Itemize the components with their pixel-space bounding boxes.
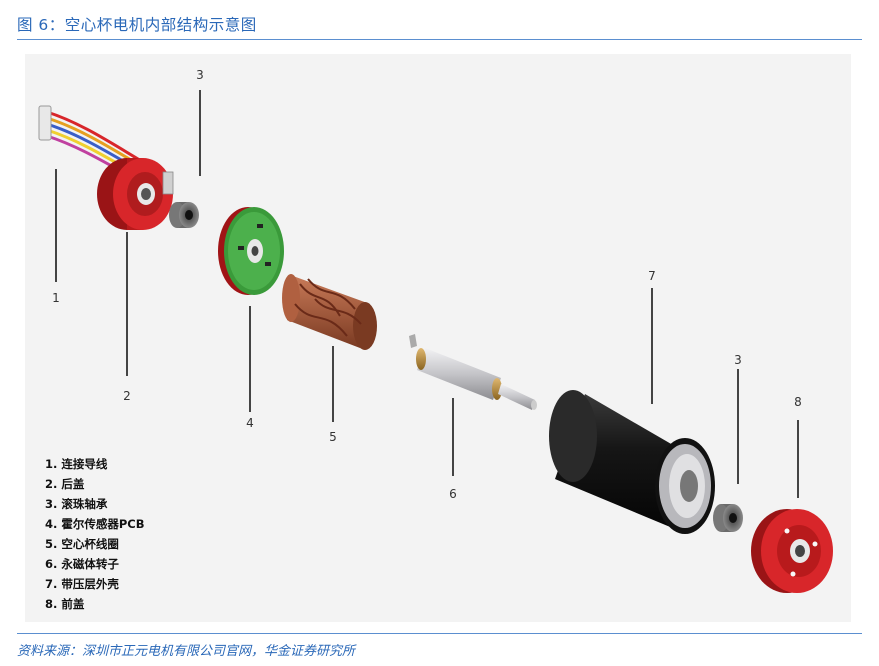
permanent-magnet-rotor [409, 334, 537, 410]
callout-2: 2 [123, 389, 131, 403]
source-note: 资料来源：深圳市正元电机有限公司官网，华金证券研究所 [17, 644, 356, 659]
legend-item: 5. 空心杯线圈 [45, 537, 119, 551]
footer-divider [17, 633, 862, 634]
ball-bearing-right [713, 504, 743, 532]
figure-title: 图 6：空心杯电机内部结构示意图 [17, 16, 257, 34]
legend-item: 8. 前盖 [45, 597, 85, 611]
callout-8: 8 [794, 395, 802, 409]
front-cover [751, 509, 833, 593]
legend-item: 7. 带压层外壳 [45, 577, 119, 591]
title-divider [17, 39, 862, 40]
legend-item: 1. 连接导线 [45, 457, 108, 471]
callout-3a: 3 [196, 68, 204, 82]
hall-sensor-pcb [218, 207, 284, 295]
legend-item: 2. 后盖 [45, 477, 85, 491]
legend-item: 4. 霍尔传感器PCB [45, 517, 145, 531]
callout-5: 5 [329, 430, 337, 444]
callout-4: 4 [246, 416, 254, 430]
exploded-motor-diagram: 1 2 3 4 5 6 7 3 8 [38, 68, 833, 593]
callout-6: 6 [449, 487, 457, 501]
parts-legend: 1. 连接导线 2. 后盖 3. 滚珠轴承 4. 霍尔传感器PCB 5. 空心杯… [45, 454, 145, 614]
diagram-panel: 1 2 3 4 5 6 7 3 8 1. 连接导线 2. 后盖 3. 滚珠轴承 … [25, 54, 851, 622]
callout-3b: 3 [734, 353, 742, 367]
legend-item: 3. 滚珠轴承 [45, 497, 108, 511]
rear-cover [97, 158, 174, 230]
callout-1: 1 [52, 291, 60, 305]
legend-item: 6. 永磁体转子 [45, 557, 119, 571]
coreless-coil [282, 274, 377, 350]
ball-bearing-left [169, 202, 199, 228]
laminated-housing [549, 390, 715, 534]
callout-7: 7 [648, 269, 656, 283]
